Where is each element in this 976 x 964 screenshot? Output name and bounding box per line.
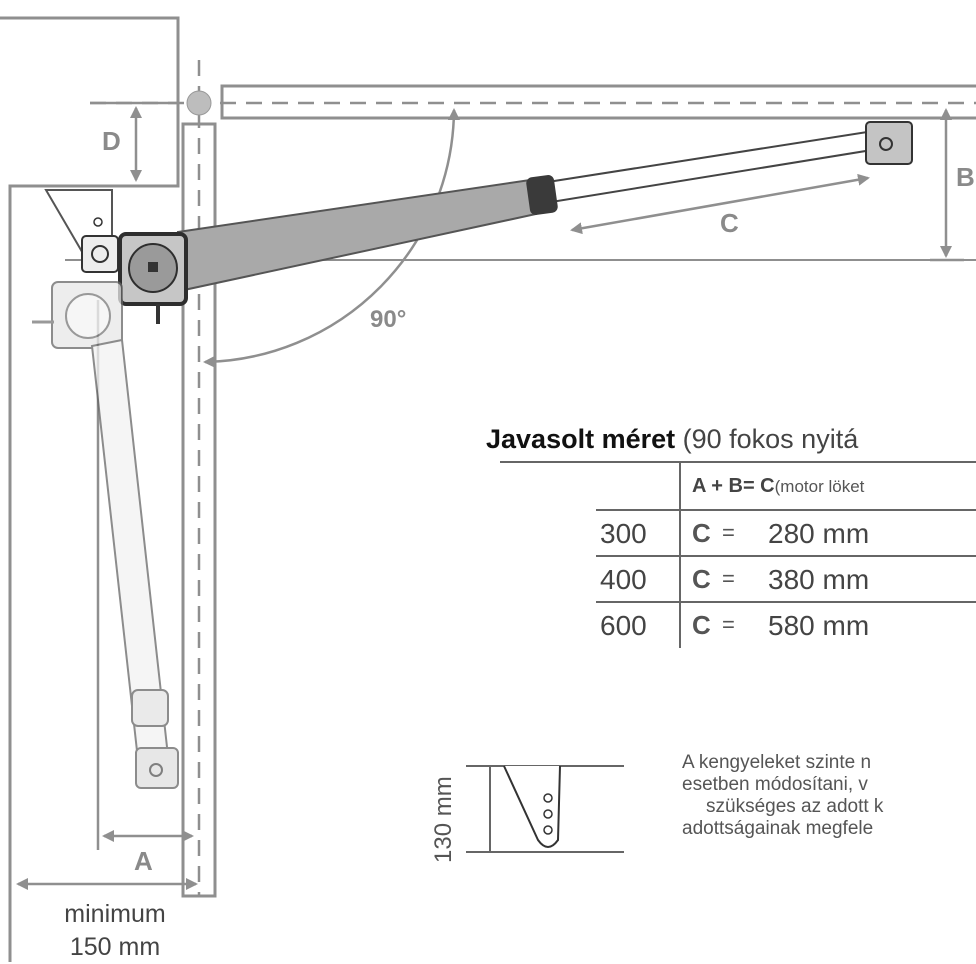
dimension-d (90, 101, 178, 182)
table-row-3-value: 580 mm (768, 610, 870, 641)
hinge-point (186, 90, 212, 116)
label-c: C (720, 208, 739, 238)
minimum-line-2: 150 mm (69, 933, 161, 961)
table-heading-bold: Javasolt méret (486, 424, 676, 454)
minimum-line-1: minimum (64, 900, 166, 928)
label-a: A (134, 846, 153, 876)
motor-arm-open (118, 121, 913, 324)
wall-outline (0, 16, 180, 962)
note-line-3: szükséges az adott k (706, 796, 884, 817)
label-angle: 90° (370, 306, 407, 333)
note-line-1: A kengyeleket szinte n (682, 752, 872, 773)
table-row-3-eq: = (722, 612, 735, 637)
table-row-3-ab: 600 (600, 610, 647, 641)
note-line-4: adottságainak megfele (682, 818, 874, 839)
note-line-2: esetben módosítani, v (682, 774, 868, 795)
table-row-1-value: 280 mm (768, 518, 870, 549)
dimension-b (930, 108, 964, 262)
bracket-height-label: 130 mm (430, 776, 457, 863)
bracket-detail-icon (466, 765, 624, 853)
table-formula: A + B= C(motor löket (692, 475, 864, 498)
angle-arc (203, 108, 460, 368)
table-row-1-c: C (692, 518, 711, 548)
motor-arm-closed (32, 281, 179, 789)
table-heading: Javasolt méret (90 fokos nyitá (486, 424, 858, 455)
table-row-3-c: C (692, 610, 711, 640)
table-heading-rest: (90 fokos nyitá (682, 424, 859, 454)
table-formula-note: (motor löket (774, 477, 865, 496)
table-row-2-eq: = (722, 566, 735, 591)
table-row-2-c: C (692, 564, 711, 594)
note-text: A kengyeleket szinte n esetben módosítan… (682, 752, 883, 840)
label-b: B (956, 162, 975, 192)
table-row-1-eq: = (722, 520, 735, 545)
dimension-c-arrow (570, 173, 870, 235)
table-row-2-ab: 400 (600, 564, 647, 595)
table-row-2-value: 380 mm (768, 564, 870, 595)
table-formula-main: A + B= C (692, 475, 775, 497)
wall-bracket-icon (44, 189, 119, 273)
table-row-1-ab: 300 (600, 518, 647, 549)
minimum-label: minimum 150 mm (40, 898, 190, 964)
label-d: D (102, 126, 121, 156)
table-grid (500, 461, 976, 648)
